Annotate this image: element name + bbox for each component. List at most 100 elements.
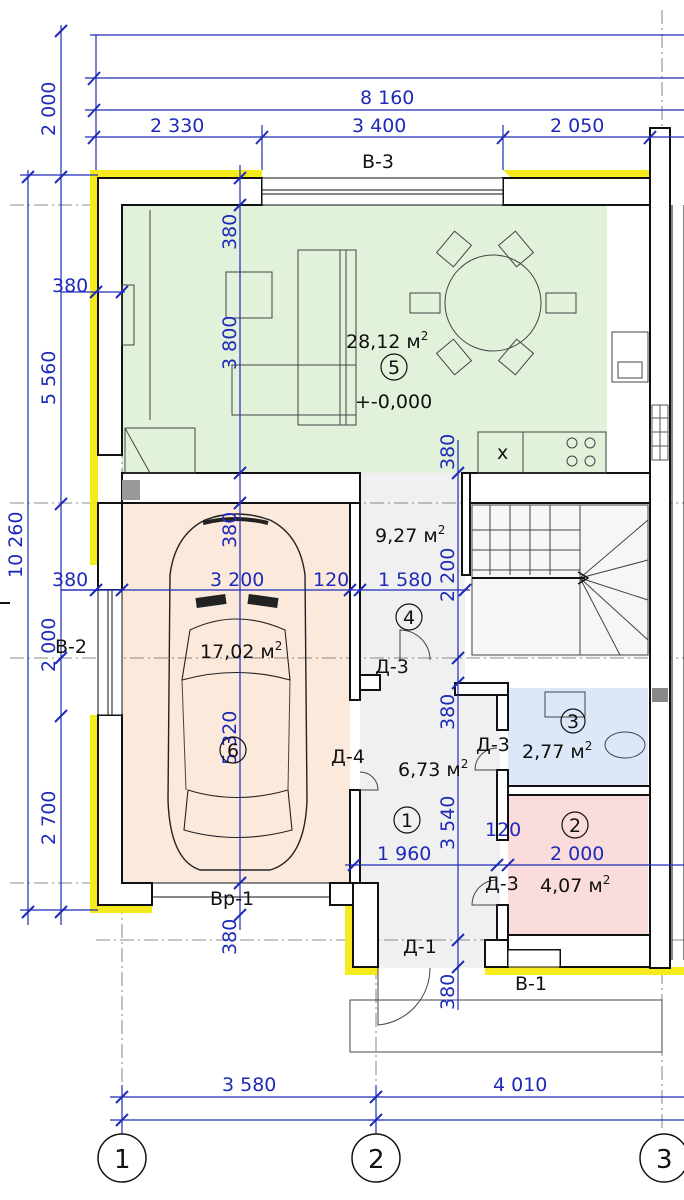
label-door-d4: Д-4 [331,746,365,768]
dim-top-b: 3 400 [352,115,406,137]
label-door-d3-c: Д-3 [485,873,519,895]
room-5-marker [380,353,408,381]
toilet [604,731,646,759]
wall-bath-west-mid [496,769,509,841]
room-3-fill [508,688,648,786]
window-b1-frame [507,949,561,968]
dim-bottom-b: 4 010 [493,1074,547,1096]
axis-1-marker [97,1133,147,1183]
dim-3200: 3 200 [210,569,264,591]
room-3-number: 3 [567,711,579,733]
wall-boiler-west [496,904,509,941]
wall-west-mid [97,502,123,591]
room-5-fill [122,205,607,473]
level-mark: +-0,000 [355,391,432,413]
label-window-b1: В-1 [515,973,547,995]
opening-labels: В-3 В-2 В-1 Вр-1 Д-1 Д-3 Д-3 Д-3 Д-4 [55,151,547,995]
dim-left-2700: 2 700 [38,791,60,845]
label-door-d3-b: Д-3 [476,734,510,756]
room-5-number: 5 [388,357,400,379]
insulation-west-south [90,715,152,913]
staircase [471,504,649,656]
room-labels: 28,12 м2 5 +-0,000 17,02 м2 6 9,27 м2 4 … [200,329,610,897]
axis-3-label: 3 [656,1145,673,1175]
dim-3540: 3 540 [437,796,459,850]
dim-left-5560: 5 560 [38,351,60,405]
room-6-number: 6 [227,740,239,762]
room-3-marker [560,708,586,734]
door-d3-swing-c [471,879,498,906]
room-2-marker [561,811,589,839]
dim-top-c: 2 050 [550,115,604,137]
dim-1960: 1 960 [377,843,431,865]
dim-left-2000-top: 2 000 [38,82,60,136]
wall-hall-a [359,674,381,691]
dim-380-c: 380 [219,214,241,250]
wall-entrance-west [352,882,379,968]
dim-3800: 3 800 [219,316,241,370]
car-outline [167,513,308,871]
room-4-fill [360,473,465,683]
room-2-number: 2 [569,815,581,837]
living-furniture: x [121,210,649,474]
party-wall [649,127,671,969]
dim-380-e: 380 [219,919,241,955]
dim-380-d: 380 [219,512,241,548]
stair-fill [470,503,650,658]
wall-garage-east-bottom [349,789,361,884]
axis-2-marker [351,1133,401,1183]
wall-hall-b [454,682,509,696]
dim-380-h: 380 [437,974,459,1010]
insulation-south-east [485,967,684,975]
axis-2-label: 2 [368,1145,385,1175]
svg-text:x: x [497,442,508,464]
dim-380-b: 380 [52,569,88,591]
dim-top-overall: 8 160 [360,87,414,109]
axis-markers: 1 2 3 [97,1133,684,1183]
label-window-b3: В-3 [362,151,394,173]
wall-north-east [502,177,651,206]
label-window-b2: В-2 [55,636,87,658]
dim-2200: 2 200 [437,548,459,602]
dim-2000: 2 000 [550,843,604,865]
dim-left-2000-mid: 2 000 [38,618,60,672]
room-2-area: 4,07 м2 [540,873,610,897]
wall-garage-east-top [349,502,361,701]
door-d3-swing-b [474,747,498,771]
wall-entrance-east [484,939,509,968]
wall-kitchen-stair [464,472,651,504]
room-6-marker [219,736,247,764]
washbasin [544,691,586,718]
room-1-fill [360,683,500,968]
axis-3-marker [639,1133,684,1183]
dim-380-g: 380 [437,694,459,730]
label-door-d1: Д-1 [403,936,437,958]
porch [349,999,663,1053]
label-gate: Вр-1 [210,888,254,910]
room-5-area: 28,12 м2 [346,329,428,353]
dim-top-a: 2 330 [150,115,204,137]
wall-stair-west [461,472,471,576]
insulation-north-east [503,170,650,178]
dimension-labels: 8 160 2 330 3 400 2 050 2 000 5 560 10 2… [5,82,604,1096]
window-b2-frame [97,589,123,716]
room-4-number: 4 [403,607,415,629]
door-d1-swing [377,967,431,1026]
room-1-number: 1 [401,810,413,832]
room-4-marker [395,603,423,631]
dim-bottom-a: 3 580 [222,1074,276,1096]
axis-1-label: 1 [114,1145,131,1175]
door-d4-swing [359,771,379,791]
wall-bath-west-top [496,694,509,731]
room-6-area: 17,02 м2 [200,639,282,663]
dim-1580: 1 580 [378,569,432,591]
label-door-d3-a: Д-3 [375,656,409,678]
door-d3-swing-a [399,629,431,661]
dim-380-f: 380 [437,434,459,470]
room-1-area: 6,73 м2 [398,757,468,781]
wall-living-garage [121,472,361,504]
room-6-fill [122,503,350,883]
dim-380-a: 380 [52,275,88,297]
